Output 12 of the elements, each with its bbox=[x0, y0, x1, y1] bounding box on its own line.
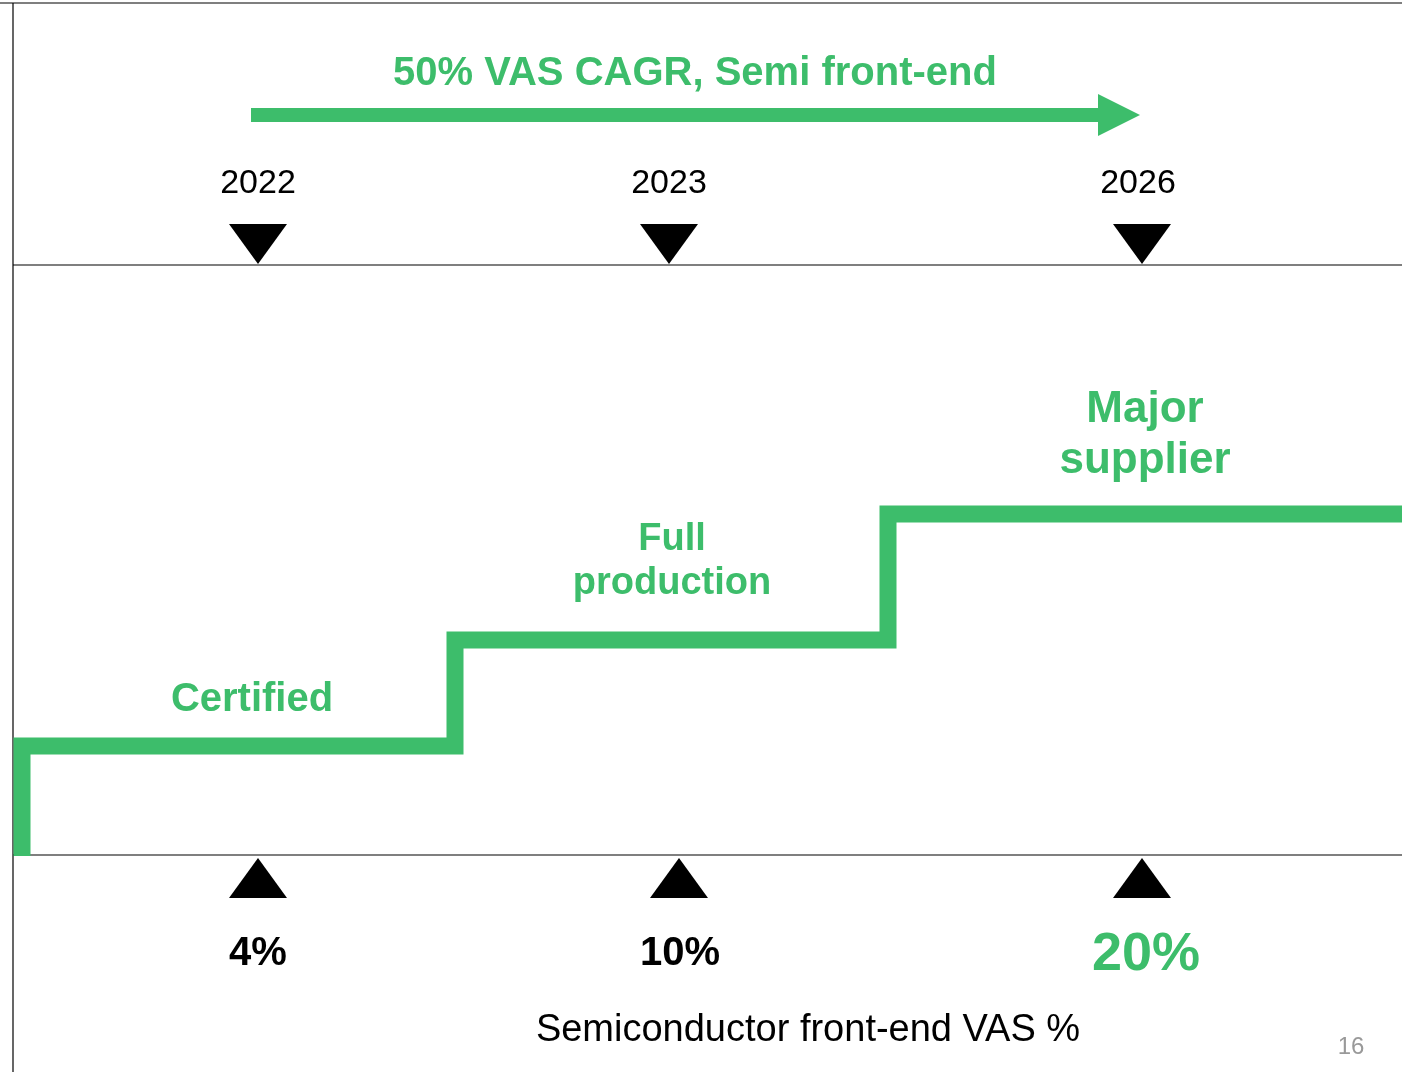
year-label: 2026 bbox=[1100, 162, 1176, 202]
year-label: 2022 bbox=[220, 162, 296, 202]
stage-label: Major supplier bbox=[1058, 382, 1232, 484]
axis-caption: Semiconductor front-end VAS % bbox=[535, 1007, 1081, 1051]
percentage-label: 10% bbox=[639, 928, 721, 974]
percentage-label: 4% bbox=[229, 928, 287, 974]
year-label: 2023 bbox=[631, 162, 707, 202]
percentage-label: 20% bbox=[1091, 919, 1201, 983]
stage-label: Full production bbox=[571, 516, 773, 604]
growth-label: 50% VAS CAGR, Semi front-end bbox=[393, 48, 997, 94]
stage-label: Certified bbox=[170, 674, 334, 720]
page-number: 16 bbox=[1337, 1032, 1365, 1060]
